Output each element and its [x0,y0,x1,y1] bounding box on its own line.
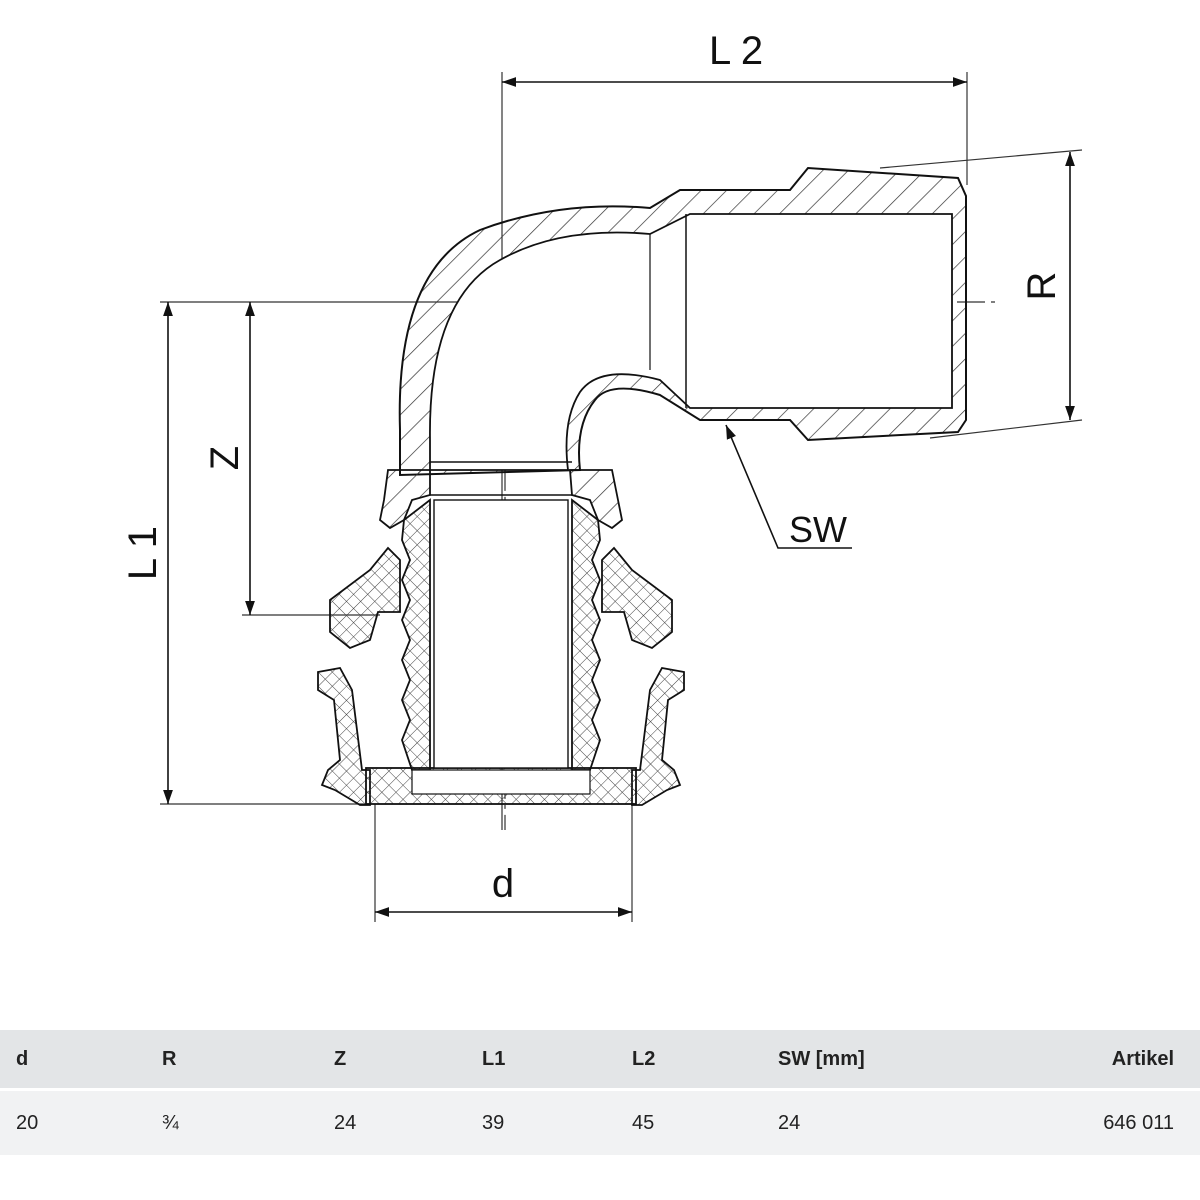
header-d: d [16,1047,29,1070]
cell-Z: 24 [334,1111,357,1134]
sw-leader [725,424,852,549]
table-header: d R Z L1 L2 SW [mm] Artikel [0,1030,1200,1088]
header-L2: L2 [632,1047,656,1070]
cell-artikel: 646 011 [1103,1111,1174,1134]
header-SW: SW [mm] [778,1047,865,1070]
header-Z: Z [334,1047,347,1070]
label-Z: Z [203,446,247,470]
fitting-technical-drawing: L 2 L 1 Z R SW d [121,29,1083,922]
label-L1: L 1 [121,526,165,580]
table-row: 20 ¾ 24 39 45 24 646 011 [0,1091,1200,1155]
label-d: d [492,862,514,906]
label-SW: SW [789,509,847,550]
header-R: R [162,1047,177,1070]
press-connection [317,469,685,806]
label-L2: L 2 [709,29,763,73]
cell-R: ¾ [162,1111,179,1134]
header-L1: L1 [482,1047,506,1070]
dimension-arrows [163,77,1075,917]
header-artikel: Artikel [1111,1047,1174,1070]
cell-L1: 39 [482,1111,505,1134]
dimensions-table: d R Z L1 L2 SW [mm] Artikel 20 ¾ 24 39 4… [0,1030,1200,1160]
label-R: R [1020,272,1064,301]
cell-L2: 45 [632,1111,655,1134]
cell-d: 20 [16,1111,39,1134]
cell-SW: 24 [778,1111,801,1134]
elbow-body [398,166,967,496]
